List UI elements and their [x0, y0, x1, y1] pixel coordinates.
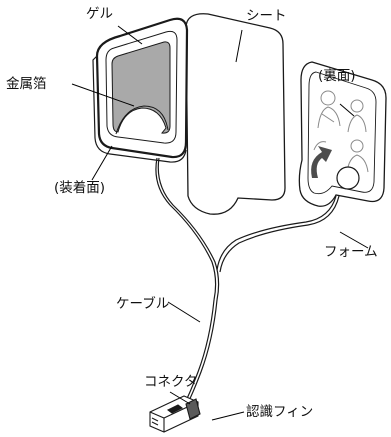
label-metal-foil: 金属箔 [6, 76, 47, 92]
connector [149, 395, 201, 433]
sheet-outline [185, 13, 286, 215]
label-gel: ゲル [86, 6, 113, 22]
label-foam: フォーム [324, 244, 378, 260]
label-cable: ケーブル [116, 296, 170, 312]
label-sheet: シート [246, 8, 287, 24]
label-connector: コネクタ [144, 374, 198, 390]
placement-pictogram [313, 90, 369, 173]
front-pad [92, 17, 189, 163]
back-pad [298, 61, 387, 207]
curved-arrow-icon [311, 146, 332, 178]
label-attach-side: (装着面) [54, 180, 106, 196]
metal-foil [111, 41, 171, 134]
leader-lines [71, 25, 369, 421]
label-back-side: (裏面) [318, 68, 356, 84]
circle-mark-icon [336, 166, 360, 190]
label-id-fin: 認識フィン [246, 404, 314, 420]
